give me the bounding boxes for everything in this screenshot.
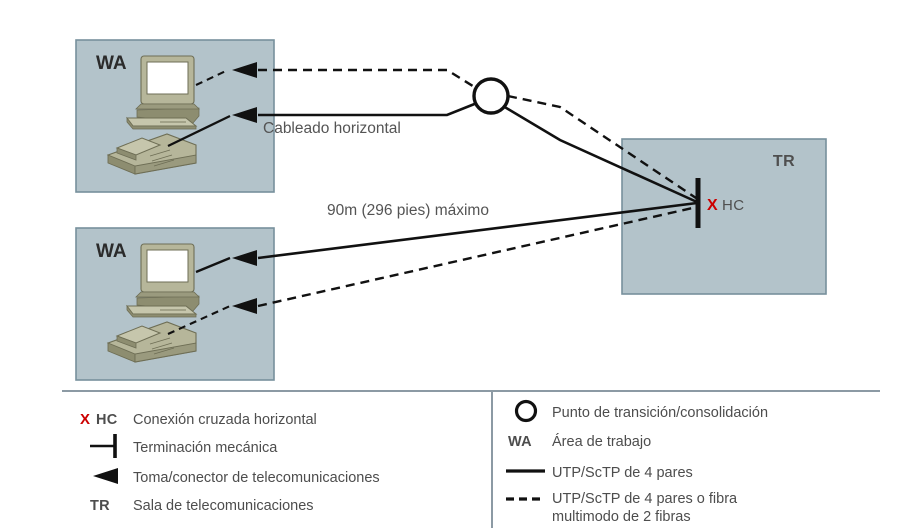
telecom-room-label: TR xyxy=(773,153,795,170)
cable-cp-solid-to-hc xyxy=(502,104,698,204)
legend-item-transition-point: Punto de transición/consolidación xyxy=(514,399,768,423)
cable-bottom-dashed-to-hc xyxy=(257,205,698,308)
legend-item-tr-tag: TR xyxy=(90,498,110,514)
circle-outline-icon xyxy=(514,399,538,423)
legend-item-telecom-outlet: Toma/conector de telecomunicaciones xyxy=(93,468,380,486)
legend-item-transition-point-text: Punto de transición/consolidación xyxy=(552,405,768,421)
cable-bottom-solid-to-hc xyxy=(257,201,698,260)
legend-item-telecom-outlet-text: Toma/conector de telecomunicaciones xyxy=(133,470,380,486)
work-area-top-label: WA xyxy=(96,53,127,74)
legend-item-hc-text: Conexión cruzada horizontal xyxy=(133,412,317,428)
wa-top-telephone-stub xyxy=(167,114,231,148)
legend-item-mechanical-termination: Terminación mecánica xyxy=(90,434,278,458)
telecom-room-box xyxy=(621,138,827,295)
red-x-icon: X xyxy=(80,411,90,428)
legend-item-wa-text: Área de trabajo xyxy=(552,433,651,450)
transition-point-icon xyxy=(472,77,510,115)
legend-left: X HC Conexión cruzada horizontal Termina… xyxy=(80,411,380,514)
legend-item-solid-line-text: UTP/ScTP de 4 pares xyxy=(552,465,693,481)
legend-right: Punto de transición/consolidación WA Áre… xyxy=(506,399,768,525)
legend-item-dashed-line-text: UTP/ScTP de 4 pares o fibra xyxy=(552,491,738,507)
wa-bottom-computer-stub xyxy=(195,256,231,274)
computer-icon xyxy=(126,243,200,318)
telecom-room: TR xyxy=(621,138,827,295)
legend-item-solid-line: UTP/ScTP de 4 pares xyxy=(506,465,693,481)
legend-item-hc: X HC Conexión cruzada horizontal xyxy=(80,411,317,428)
mechanical-termination-icon xyxy=(90,434,117,458)
legend-item-tr-text: Sala de telecomunicaciones xyxy=(133,498,314,514)
cable-top-solid-to-cp xyxy=(258,101,478,117)
legend-item-wa: WA Área de trabajo xyxy=(508,433,651,450)
legend-item-tr: TR Sala de telecomunicaciones xyxy=(90,498,314,514)
cable-cp-dashed-to-hc xyxy=(507,94,697,199)
cable-top-dashed-to-cp xyxy=(258,68,477,90)
legend-item-dashed-line-text-2: multimodo de 2 fibras xyxy=(552,509,691,525)
annotation-distancia-maxima: 90m (296 pies) máximo xyxy=(327,202,489,219)
telecom-outlet-icon xyxy=(232,107,257,123)
telecom-outlet-icon xyxy=(232,250,257,266)
legend-item-hc-tag: HC xyxy=(96,412,118,428)
legend-item-mechanical-termination-text: Terminación mecánica xyxy=(133,440,278,456)
legend-item-dashed-line: UTP/ScTP de 4 pares o fibra multimodo de… xyxy=(506,491,738,525)
work-area-bottom-label: WA xyxy=(96,241,127,262)
computer-icon xyxy=(126,55,200,130)
wa-top-computer-stub xyxy=(195,69,229,86)
cross-connect-label: HC xyxy=(722,197,744,214)
cross-connect-mark: X xyxy=(707,197,718,214)
telecom-outlet-icon xyxy=(232,62,257,78)
telecom-outlet-icon xyxy=(232,298,257,314)
annotation-cableado-horizontal: Cableado horizontal xyxy=(263,120,401,137)
telecom-outlet-icon xyxy=(93,468,118,484)
legend-item-wa-tag: WA xyxy=(508,434,532,450)
